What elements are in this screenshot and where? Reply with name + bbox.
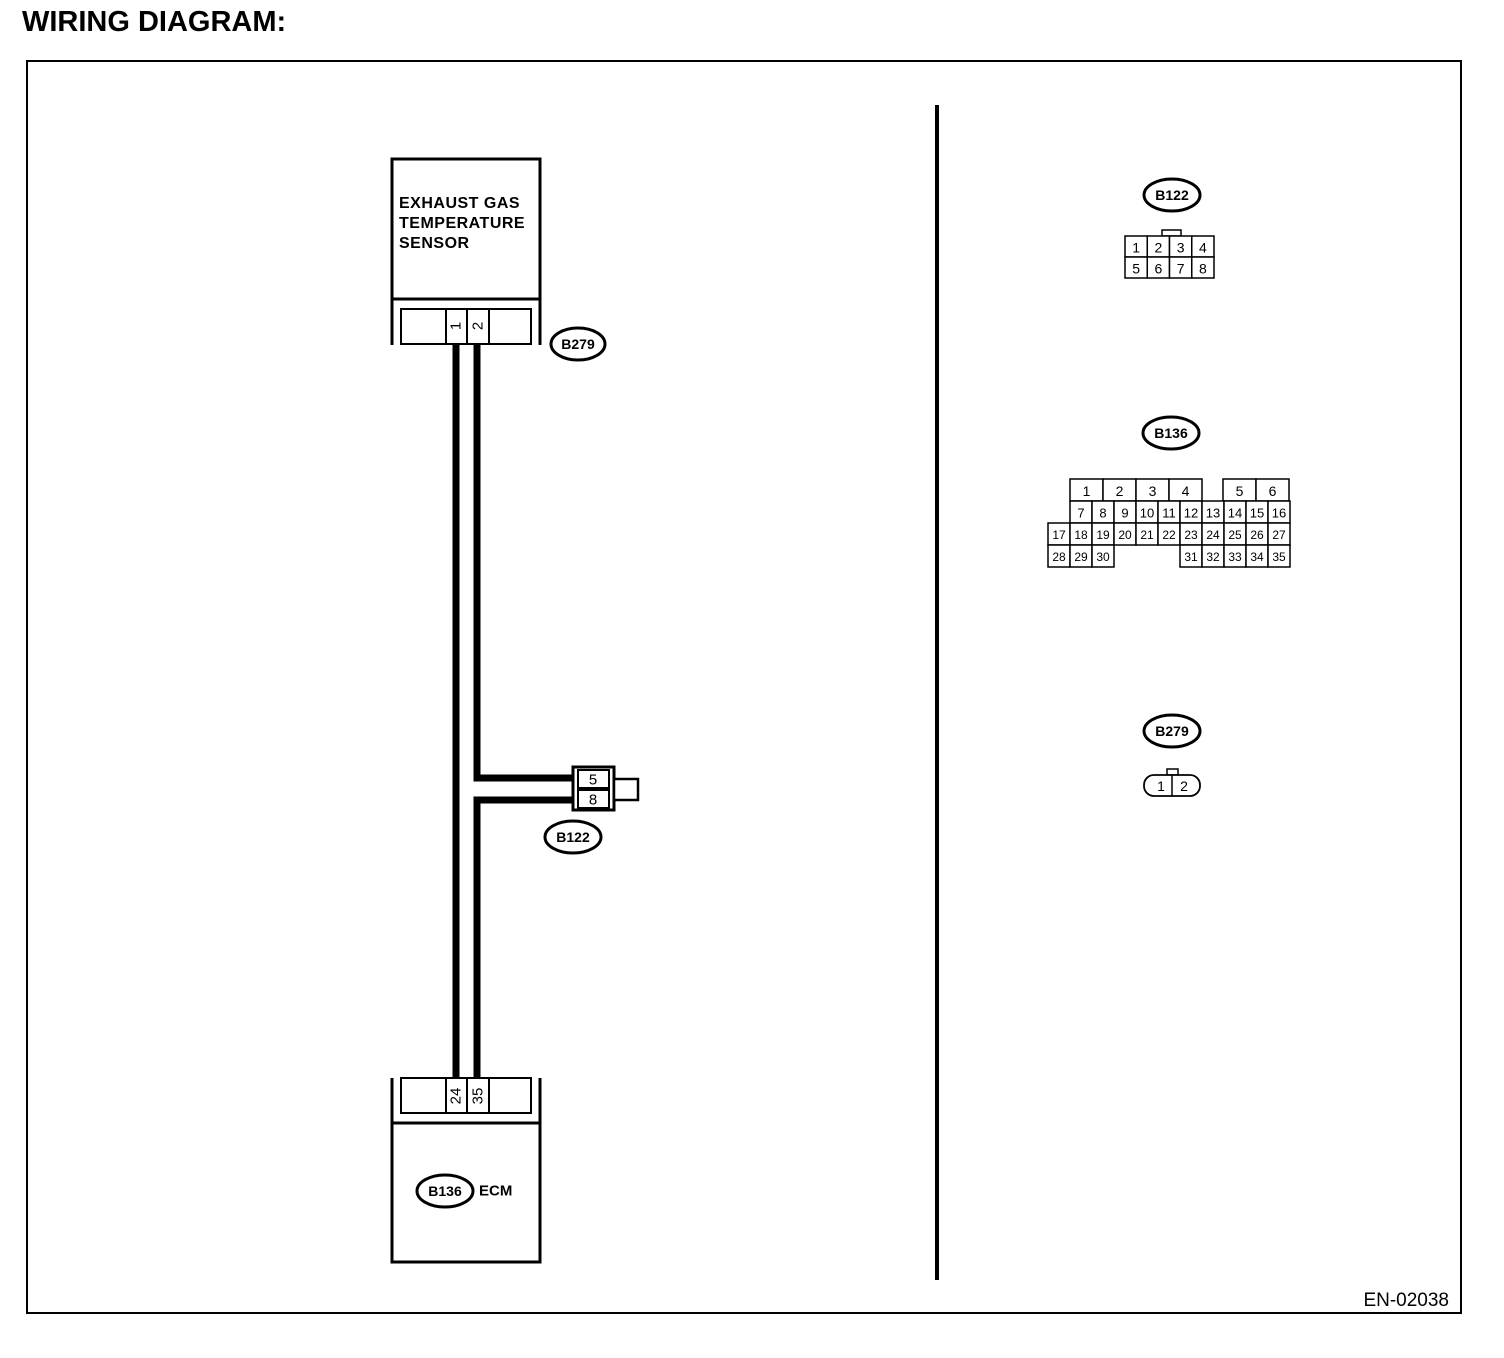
b122-view-pin-7: 7 [1177,261,1185,277]
b279-connector-view: B279 1 2 [1142,713,1202,797]
b122-view-pin-6: 6 [1154,261,1162,277]
wire-harness [452,344,573,1078]
sensor-label-line-2: TEMPERATURE [399,215,525,232]
b136-view-pin-30: 30 [1096,550,1110,564]
b136-view-pin-35-cell [1267,544,1291,568]
b122-view-pin-8-cell [1191,256,1215,279]
b122-inline-connector: 5 8 [571,765,640,812]
b136-view-pin-20: 20 [1118,528,1132,542]
ecm-pin-24: 24 [448,1088,465,1105]
b122-view-pin-1: 1 [1132,240,1140,256]
b136-view-pin-9: 9 [1121,506,1128,521]
b136-view-pin-4: 4 [1182,483,1190,499]
b136-view-pin-17: 17 [1052,528,1066,542]
sensor-pin-2: 2 [470,322,487,330]
b136-view-pin-22: 22 [1162,528,1176,542]
b136-view-pin-35: 35 [1272,550,1286,564]
b136-view-pin-23: 23 [1184,528,1198,542]
b122-pin-5: 5 [589,772,597,789]
b136-view-pin-11: 11 [1162,506,1176,521]
figure-code: EN-02038 [1363,1290,1449,1311]
b136-view-pin-10: 10 [1140,506,1154,521]
ecm-unit: 24 35 B136 ECM [390,1077,542,1264]
b122-badge-label: B122 [556,829,590,845]
wire-b122-pin8-to-pin35 [473,796,573,1078]
sensor-pin-1: 1 [448,322,465,330]
b136-view-pin-19: 19 [1096,528,1110,542]
b136-view-pin-2: 2 [1116,483,1124,499]
b136-view-pin-7: 7 [1077,506,1084,521]
wire-pin2-to-b122-pin5 [473,344,573,782]
b279-view-label: B279 [1155,723,1189,739]
b136-view-label: B136 [1154,425,1188,441]
b136-view-pin-32: 32 [1206,550,1220,564]
b136-view-pin-12: 12 [1184,506,1198,521]
b136-view-pin-8: 8 [1099,506,1106,521]
b136-view-pin-16: 16 [1272,506,1286,521]
b136-view-pin-31: 31 [1184,550,1198,564]
b136-view-pin-27: 27 [1272,528,1286,542]
b279-view-pin-1: 1 [1157,778,1165,794]
b136-view-pin-21: 21 [1140,528,1154,542]
b136-view-pin-3: 3 [1149,483,1157,499]
b136-view-pin-14: 14 [1228,506,1242,521]
b279-view-pin-2: 2 [1180,778,1188,794]
b122-view-pin-8: 8 [1199,261,1207,277]
b136-ecm-badge [415,1173,475,1209]
b136-view-pin-29: 29 [1074,550,1088,564]
b136-view-pin-5: 5 [1236,483,1244,499]
b122-pin-8: 8 [589,792,597,809]
page-title: WIRING DIAGRAM: [22,6,287,38]
b122-view-pin-4: 4 [1199,240,1207,256]
b136-view-pin-30-cell [1091,544,1115,568]
exhaust-gas-temperature-sensor: EXHAUST GAS TEMPERATURE SENSOR 1 2 [390,157,542,345]
b136-ecm-badge-label: B136 [428,1183,462,1199]
b279-badge-label: B279 [561,336,595,352]
b136-view-pin-13: 13 [1206,506,1220,521]
b136-view-pin-34: 34 [1250,550,1264,564]
b136-view-pin-25: 25 [1228,528,1242,542]
sensor-label-line-3: SENSOR [399,235,470,252]
b136-view-pin-1: 1 [1083,483,1091,499]
b122-view-pin-2: 2 [1154,240,1162,256]
b279-connector-badge: B279 [549,326,607,362]
b136-view-pin-33: 33 [1228,550,1242,564]
ecm-pin-35: 35 [470,1088,487,1105]
b136-view-pin-24: 24 [1206,528,1220,542]
b136-view-pin-28: 28 [1052,550,1066,564]
b122-view-label: B122 [1155,187,1189,203]
b122-connector-badge: B122 [543,819,603,855]
ecm-label: ECM [479,1183,512,1200]
b136-view-pin-26: 26 [1250,528,1264,542]
b136-view-pin-15: 15 [1250,506,1264,521]
b136-view-pin-6: 6 [1269,483,1277,499]
b136-view-pin-18: 18 [1074,528,1088,542]
sensor-label-line-1: EXHAUST GAS [399,195,520,212]
diagram-frame [26,60,1462,1314]
b122-view-pin-5: 5 [1132,261,1140,277]
b122-view-pin-3: 3 [1177,240,1185,256]
